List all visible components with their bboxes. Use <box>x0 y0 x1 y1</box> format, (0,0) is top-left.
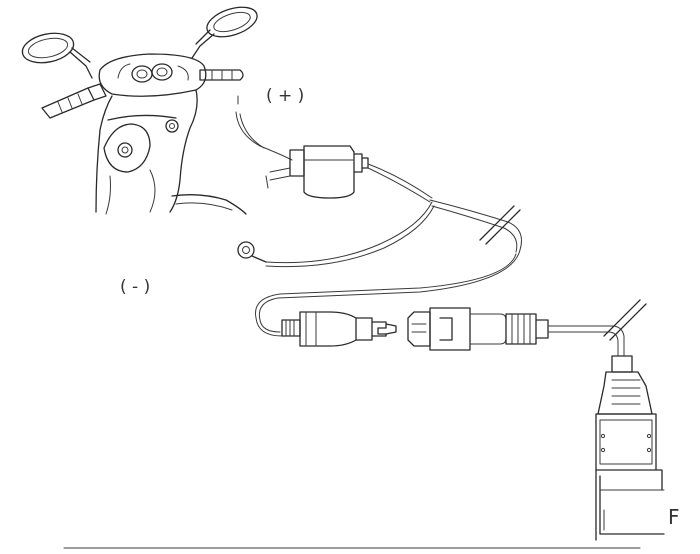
main-cable-loop <box>255 249 521 337</box>
handlebar-cowl <box>98 53 207 97</box>
negative-label: ( - ) <box>120 277 150 297</box>
left-grip <box>41 83 107 119</box>
negative-ring-terminal <box>237 201 435 268</box>
lighter-plug <box>281 311 397 347</box>
socket-output-cable <box>547 299 647 357</box>
right-grip <box>199 69 244 81</box>
charger-connector <box>595 355 665 541</box>
inline-fuse-holder <box>265 145 369 199</box>
positive-lead <box>235 95 293 161</box>
positive-label: ( + ) <box>266 86 304 106</box>
cable-junction <box>429 199 522 253</box>
right-mirror <box>191 6 258 59</box>
left-mirror <box>21 32 93 79</box>
lighter-socket <box>407 307 549 351</box>
fuse-to-junction-wire <box>367 163 433 203</box>
scooter-front <box>21 6 258 215</box>
terminal-letter: F <box>668 505 680 529</box>
scooter-body <box>95 89 247 215</box>
